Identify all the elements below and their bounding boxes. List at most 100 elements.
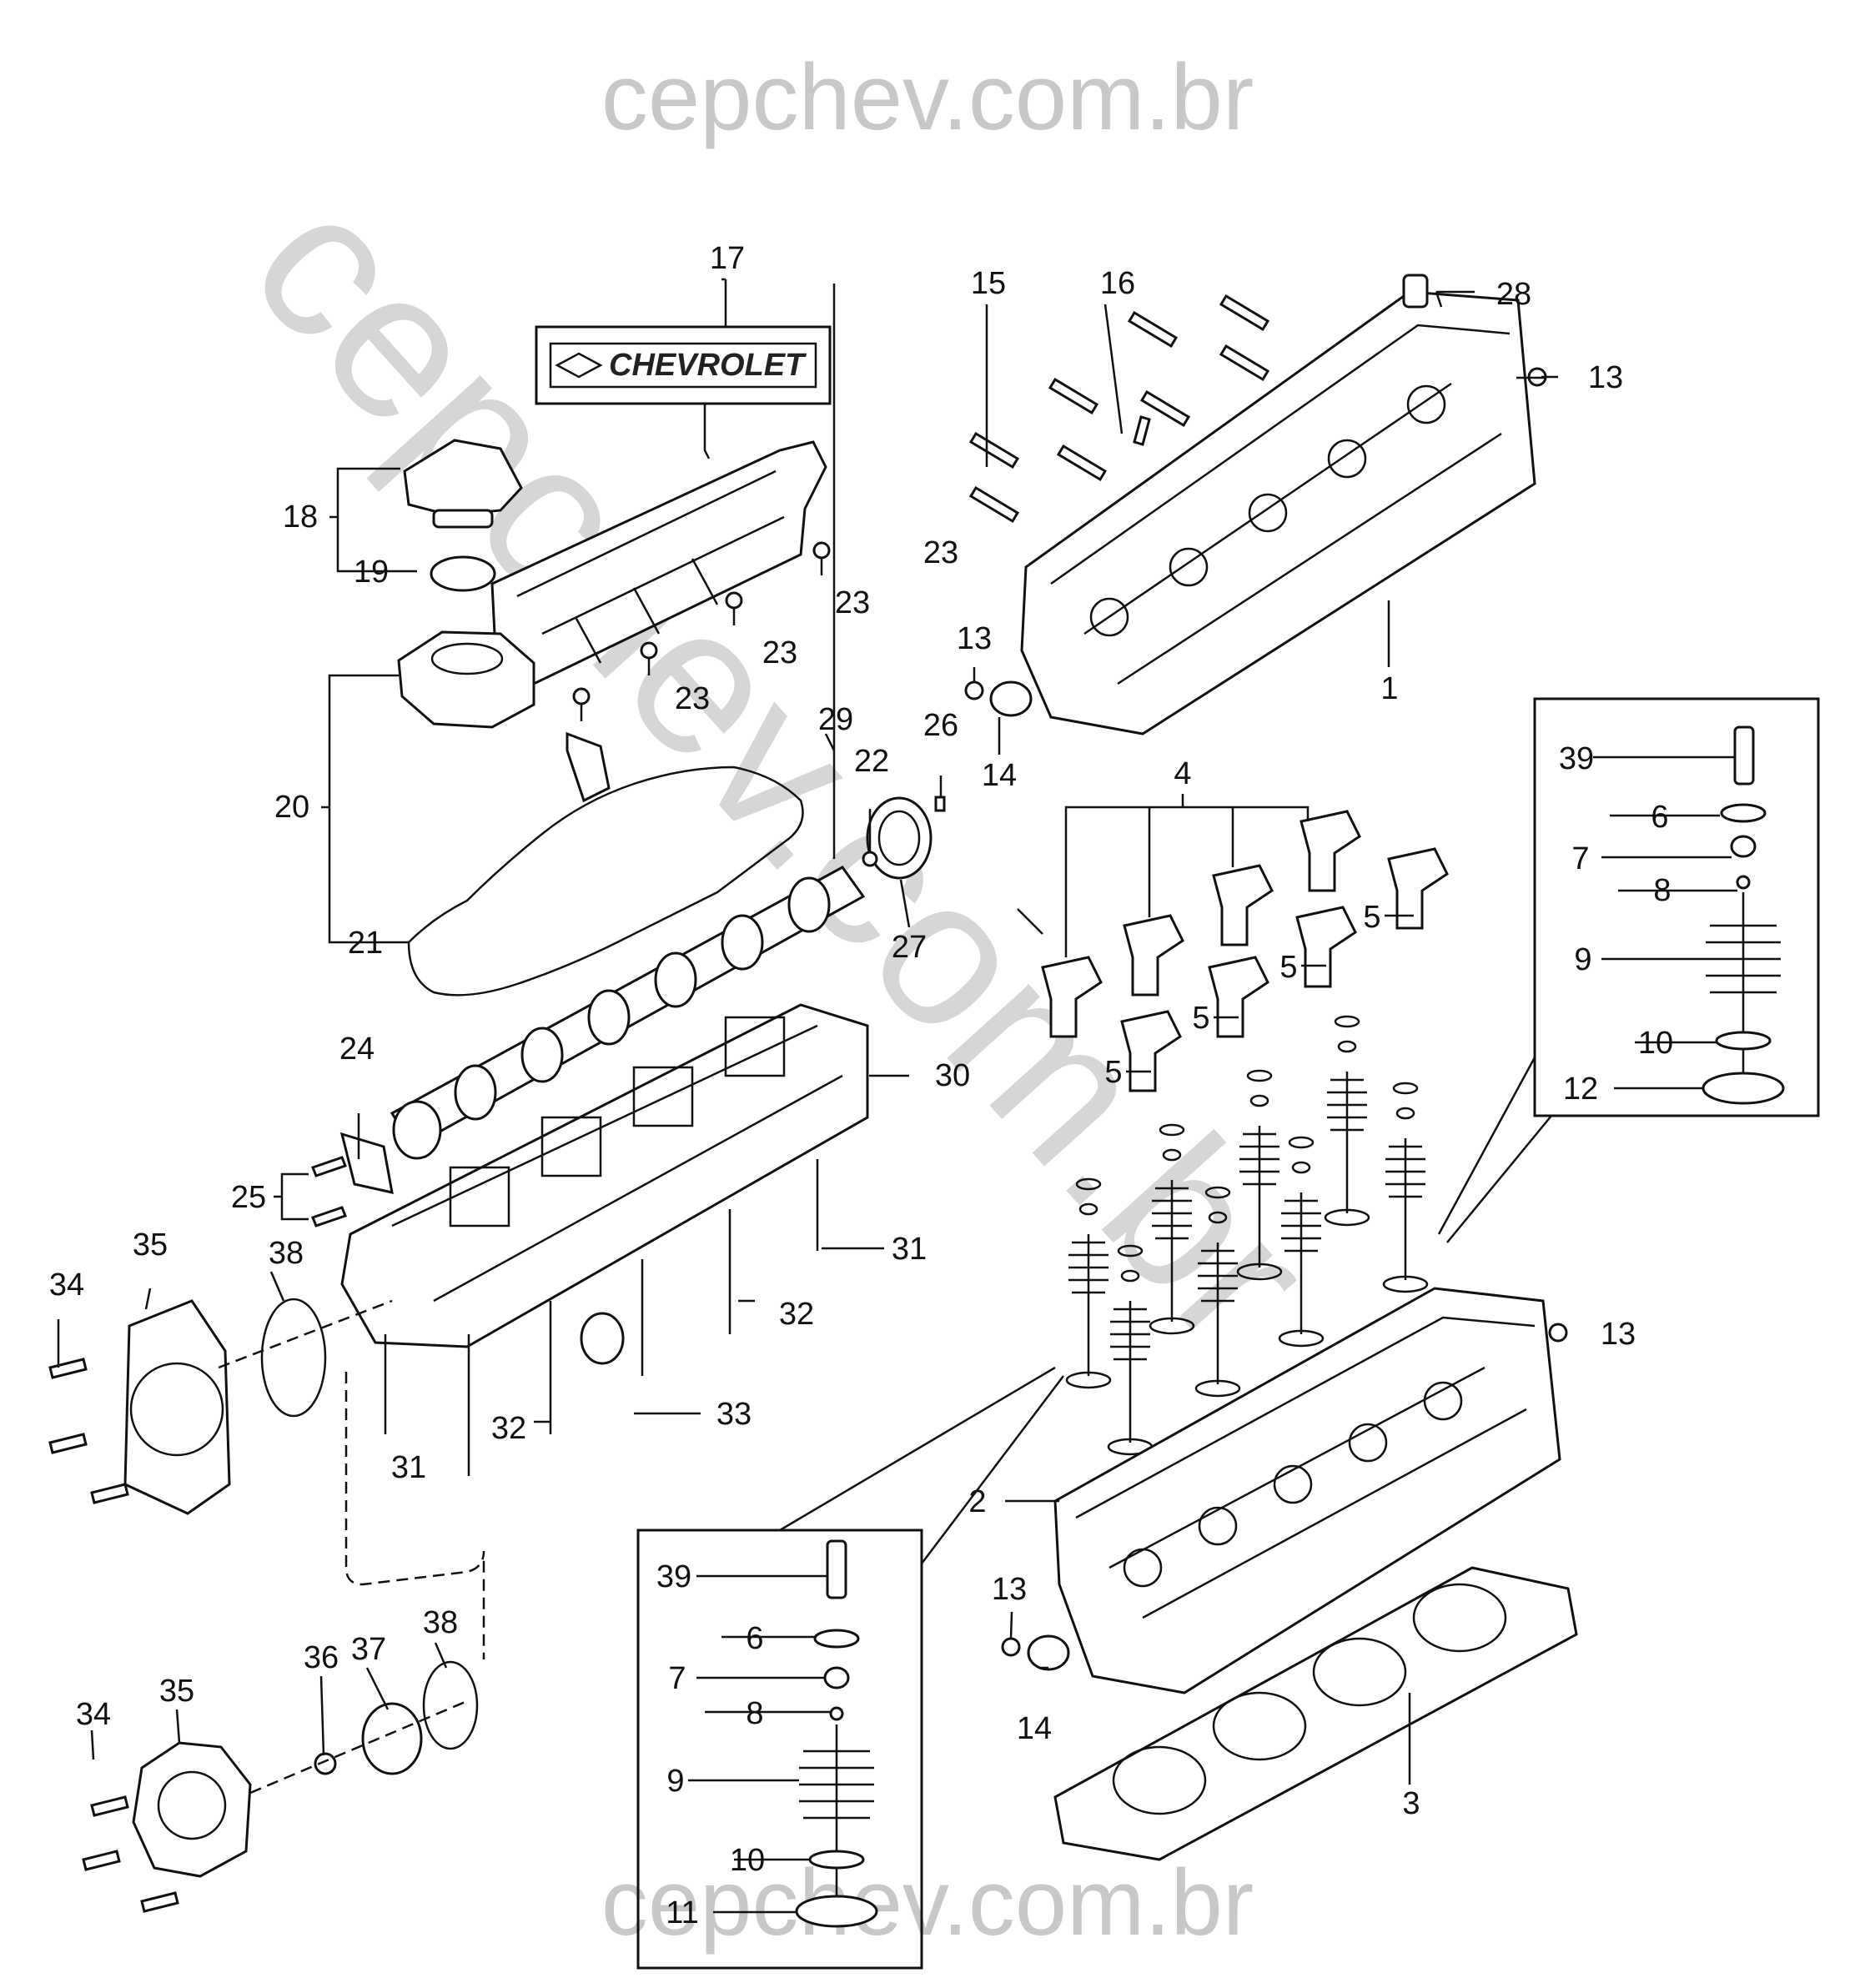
callout-31b: 31 xyxy=(391,1450,426,1485)
housing-studs xyxy=(384,1159,819,1476)
callout-39a: 39 xyxy=(1559,741,1594,776)
end-plate xyxy=(339,1132,394,1194)
callout-8a: 8 xyxy=(1653,873,1671,908)
callout-2: 2 xyxy=(968,1484,986,1519)
callout-9a: 9 xyxy=(1574,942,1591,977)
pump-bolts-lower xyxy=(82,1795,179,1913)
watermark-bottom: cepchev.com.br xyxy=(601,1850,1254,1955)
breather-housing xyxy=(397,630,535,729)
end-plate-bolts xyxy=(311,1156,347,1227)
callout-31a: 31 xyxy=(892,1232,927,1267)
valve-detail-box-right xyxy=(1533,697,1820,1117)
callout-38b: 38 xyxy=(423,1605,458,1640)
callout-9b: 9 xyxy=(666,1764,684,1799)
vacuum-pump xyxy=(132,1741,252,1878)
callout-18: 18 xyxy=(283,500,318,535)
camshaft-housing xyxy=(340,1003,869,1348)
dowel-pins xyxy=(968,294,1270,524)
o-ring-upper xyxy=(260,1298,327,1418)
brand-label-plate: CHEVROLET xyxy=(535,325,832,405)
oil-filler-cap xyxy=(403,439,523,517)
callout-22: 22 xyxy=(854,744,889,779)
camshaft-seal xyxy=(866,796,933,880)
callout-13c: 13 xyxy=(1601,1317,1636,1352)
callout-34a: 34 xyxy=(49,1268,84,1303)
callout-35a: 35 xyxy=(133,1227,168,1263)
callout-13d: 13 xyxy=(992,1572,1027,1607)
valve-cover-gasket xyxy=(407,766,804,997)
cover-bolts xyxy=(572,541,831,721)
pump-bolts-upper xyxy=(48,1358,129,1504)
callout-24: 24 xyxy=(339,1032,375,1067)
cap-seal-ring xyxy=(430,555,496,592)
callout-35b: 35 xyxy=(159,1674,194,1709)
callout-6a: 6 xyxy=(1651,800,1668,835)
nut-lower-right xyxy=(1548,1323,1568,1343)
cylinder-head-upper xyxy=(1020,290,1536,735)
callout-15: 15 xyxy=(971,266,1006,301)
callout-10a: 10 xyxy=(1638,1026,1673,1061)
callout-3: 3 xyxy=(1402,1786,1420,1821)
callout-14b: 14 xyxy=(1017,1711,1052,1746)
brand-label: CHEVROLET xyxy=(609,348,807,383)
callout-7a: 7 xyxy=(1571,841,1589,876)
watermark-top: cepchev.com.br xyxy=(601,45,1254,149)
callout-14a: 14 xyxy=(982,758,1017,793)
plug-upper xyxy=(989,680,1033,717)
pump-plug xyxy=(314,1752,337,1775)
nut-upper-left xyxy=(964,680,984,700)
callout-13b: 13 xyxy=(957,621,992,656)
callout-labels: 1 2 3 4 5 5 5 5 6 6 7 7 8 8 9 9 10 10 11… xyxy=(49,241,1673,1930)
locating-sleeve xyxy=(1402,274,1429,309)
callout-17: 17 xyxy=(710,241,745,276)
callout-27: 27 xyxy=(892,930,927,965)
cylinder-head-lower xyxy=(1053,1287,1561,1694)
o-ring-lower xyxy=(422,1660,479,1750)
callout-19: 19 xyxy=(354,555,389,590)
callout-5a: 5 xyxy=(1363,900,1380,935)
callout-4: 4 xyxy=(1174,756,1191,791)
nut-lower-left xyxy=(1001,1637,1021,1657)
callout-5b: 5 xyxy=(1279,950,1297,985)
callout-23d: 23 xyxy=(675,681,710,716)
valve-detail-right xyxy=(1702,725,1785,1105)
callout-33: 33 xyxy=(716,1397,752,1432)
callout-38a: 38 xyxy=(269,1236,304,1271)
callout-28: 28 xyxy=(1496,277,1531,312)
callout-16: 16 xyxy=(1100,266,1135,301)
callout-39b: 39 xyxy=(656,1559,691,1594)
callout-12: 12 xyxy=(1563,1072,1598,1107)
housing-plug xyxy=(580,1312,625,1365)
callout-36: 36 xyxy=(304,1640,339,1675)
callout-6b: 6 xyxy=(746,1621,763,1656)
callout-11: 11 xyxy=(666,1895,698,1930)
callout-20: 20 xyxy=(274,790,309,825)
callout-13a: 13 xyxy=(1588,360,1623,395)
callout-37: 37 xyxy=(351,1632,386,1667)
callout-7b: 7 xyxy=(668,1661,686,1696)
pump-cover-upper xyxy=(123,1299,231,1515)
check-ball xyxy=(862,851,878,867)
head-gasket xyxy=(1053,1566,1578,1861)
callout-1: 1 xyxy=(1380,671,1398,706)
callout-32b: 32 xyxy=(491,1411,526,1446)
callout-30: 30 xyxy=(935,1058,970,1093)
callout-32a: 32 xyxy=(779,1297,814,1332)
callout-23c: 23 xyxy=(762,635,797,670)
callout-5c: 5 xyxy=(1192,1001,1209,1036)
callout-23a: 23 xyxy=(923,535,958,570)
valve-detail-left xyxy=(795,1539,878,1928)
callout-8b: 8 xyxy=(746,1696,763,1731)
callout-25: 25 xyxy=(231,1180,266,1215)
callout-34b: 34 xyxy=(76,1697,111,1732)
callout-5d: 5 xyxy=(1104,1055,1122,1090)
callout-26: 26 xyxy=(923,708,958,743)
callout-29: 29 xyxy=(818,702,853,737)
dowel-small xyxy=(934,796,946,812)
plug-lower xyxy=(1027,1634,1070,1671)
callout-23b: 23 xyxy=(835,585,870,620)
pump-coupling xyxy=(361,1702,423,1775)
callout-21: 21 xyxy=(348,926,383,961)
valve-spring-stack xyxy=(1065,1015,1429,1456)
